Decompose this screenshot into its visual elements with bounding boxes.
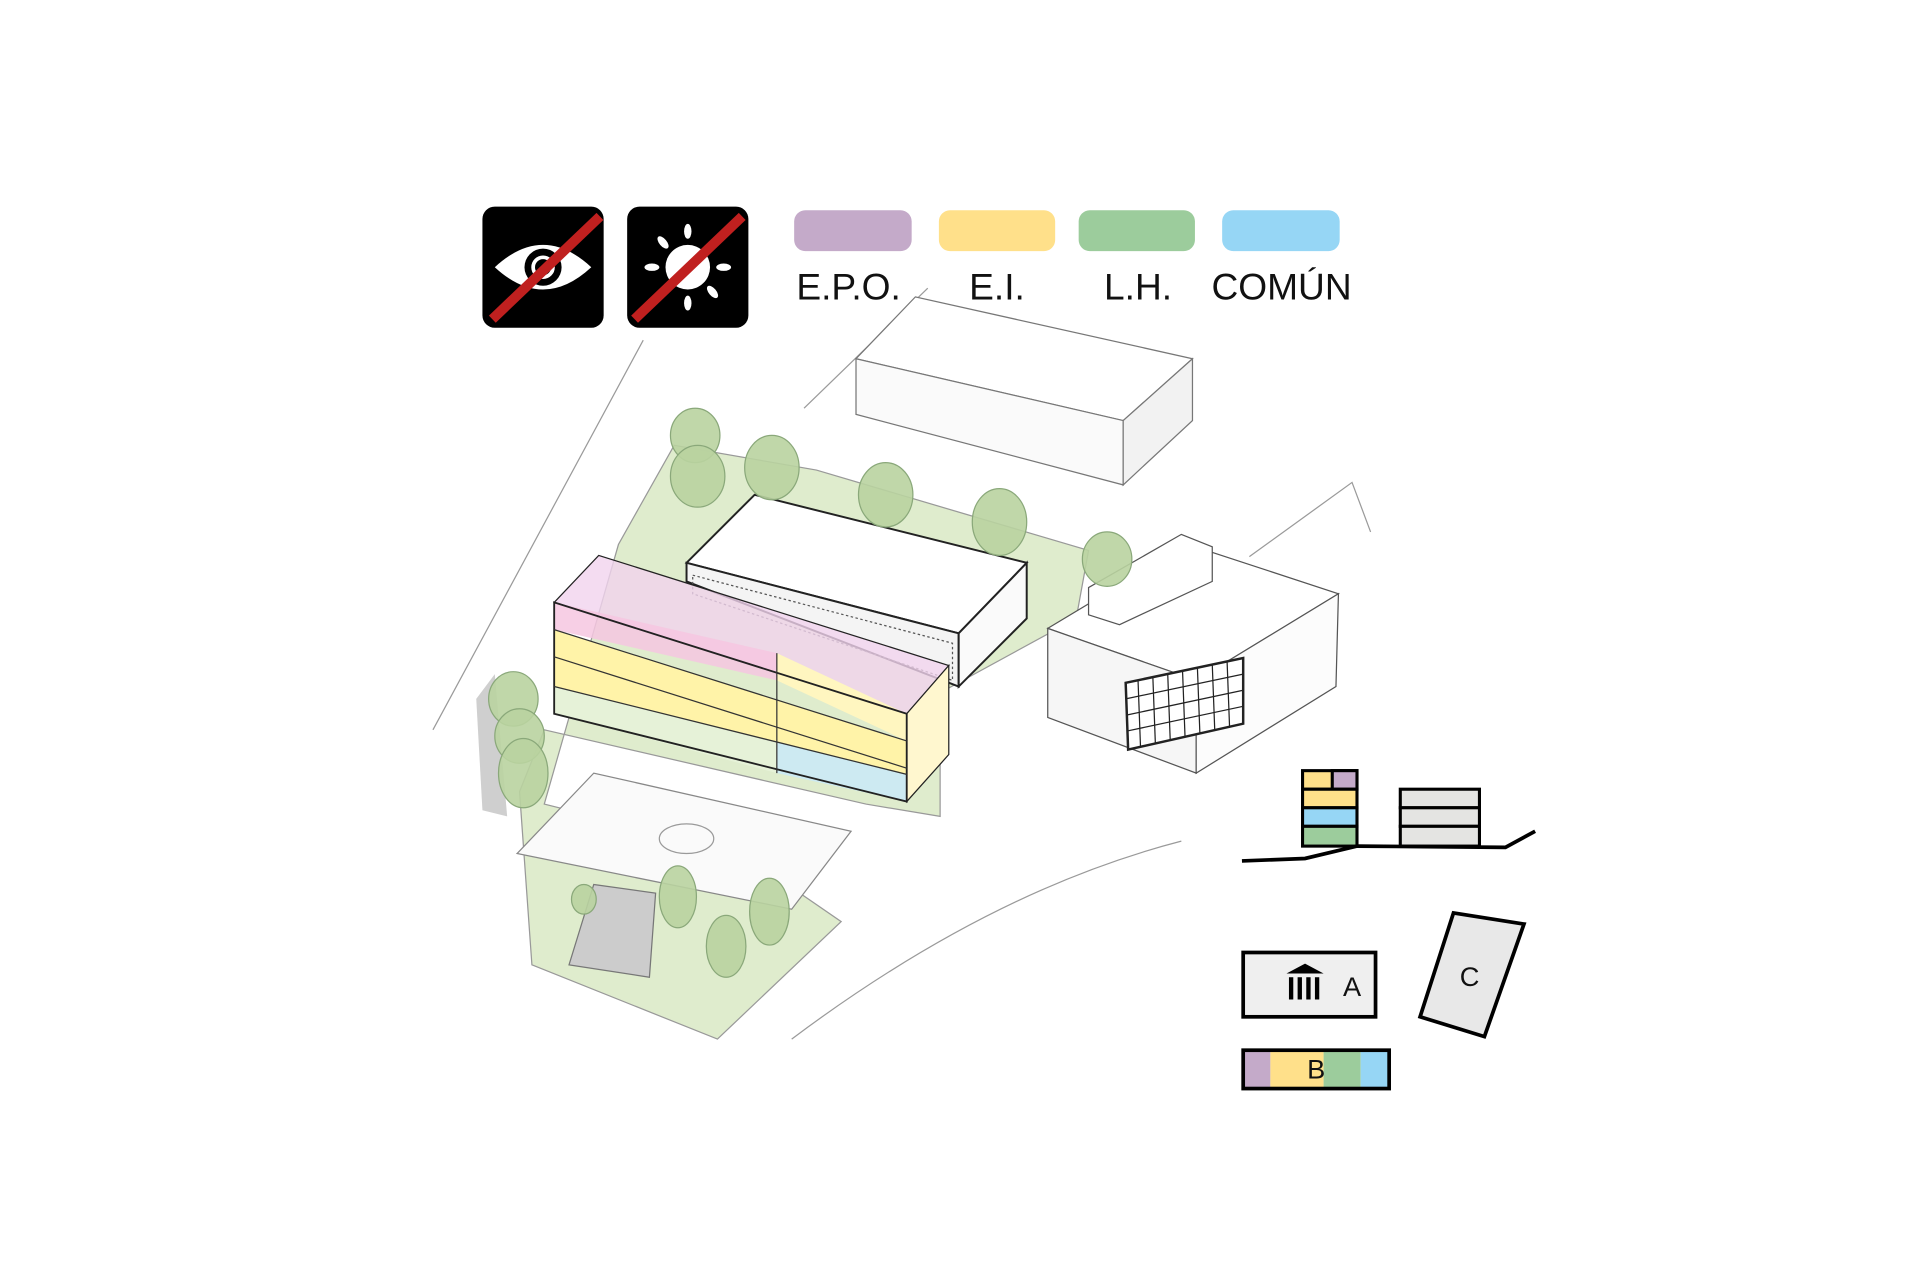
no-view-icon [482, 206, 604, 328]
section-diagram [1241, 769, 1537, 863]
legend-label-lh: L.H. [1104, 265, 1172, 307]
trees [487, 407, 1133, 978]
rear-building [854, 296, 1194, 487]
institution-icon [1286, 963, 1324, 1000]
block-a: A [1241, 950, 1378, 1019]
block-b-label: B [1307, 1054, 1325, 1085]
legend-label-ei: E.I. [969, 265, 1025, 307]
block-a-label: A [1343, 971, 1362, 1002]
block-b: B [1241, 1048, 1392, 1091]
legend-swatch-comun [1222, 210, 1340, 252]
right-building [1046, 533, 1340, 775]
legend-label-comun: COMÚN [1211, 265, 1351, 307]
block-c-label: C [1460, 961, 1480, 992]
legend-swatch-epo [794, 210, 912, 252]
legend-swatch-lh [1078, 210, 1195, 252]
legend-label-epo: E.P.O. [796, 265, 901, 307]
legend-swatch-ei [938, 210, 1056, 252]
no-sun-icon [627, 206, 749, 328]
block-c: C [1417, 910, 1527, 1039]
program-block [553, 554, 950, 804]
sports-court [515, 772, 853, 910]
